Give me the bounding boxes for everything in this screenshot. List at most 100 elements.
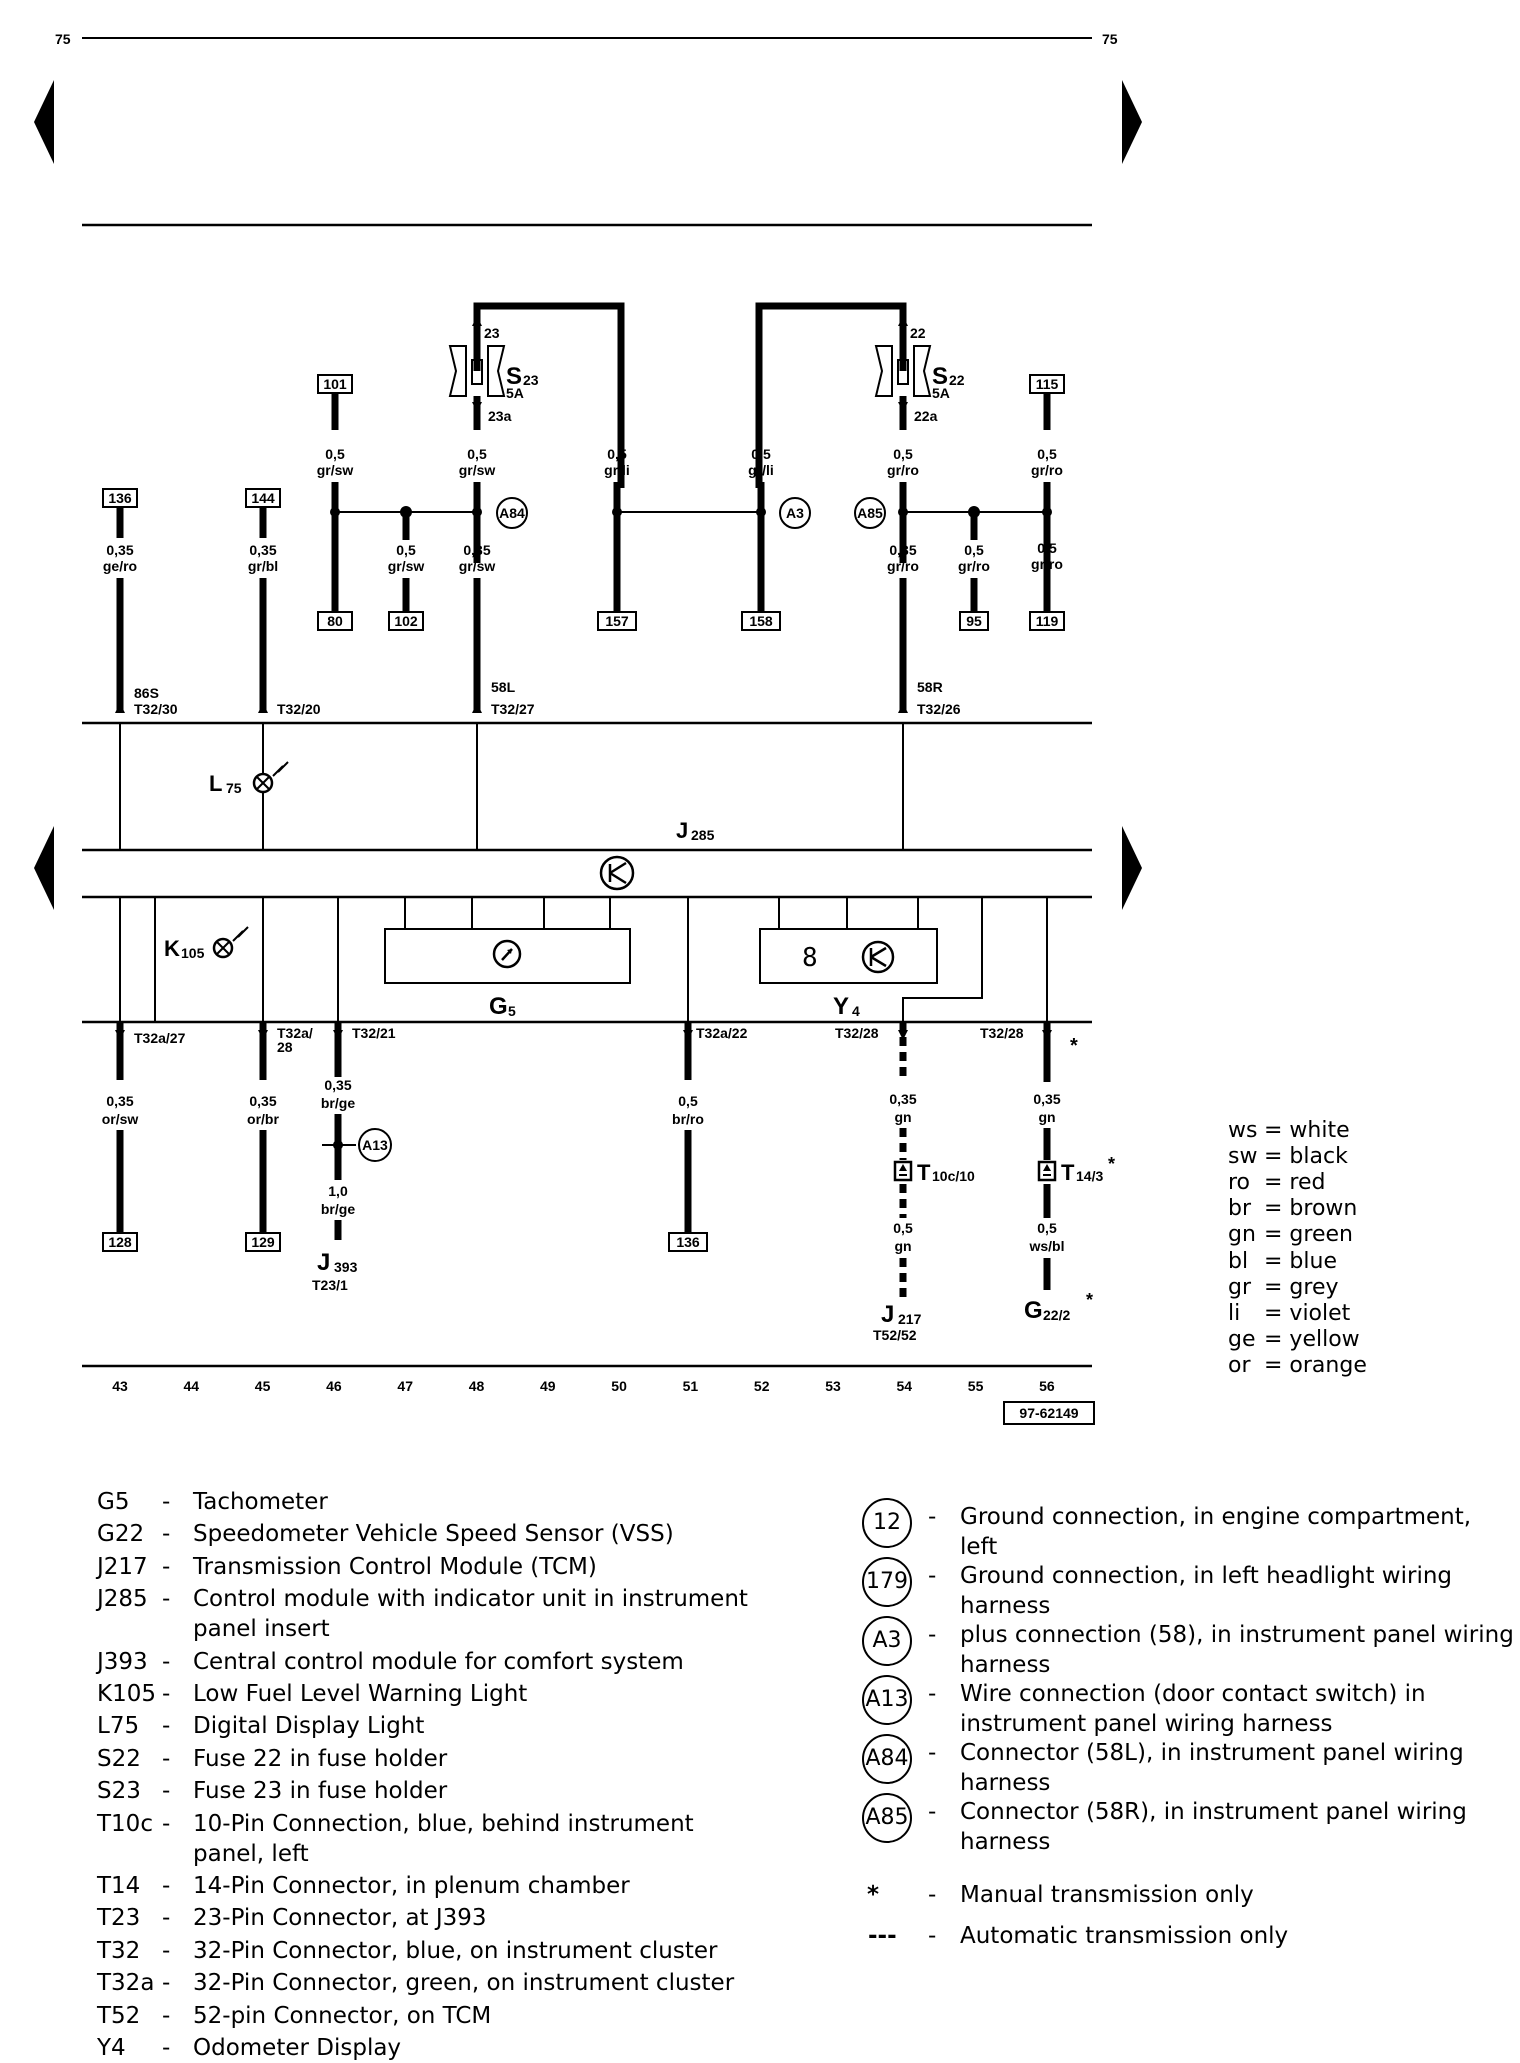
svg-text:105: 105 <box>181 945 205 961</box>
connection-a84: A84 <box>496 497 528 529</box>
svg-text:0,35: 0,35 <box>249 1093 276 1109</box>
connection-symbol: A84 <box>862 1734 912 1784</box>
legend-code: G22 <box>97 1521 145 1548</box>
left-arrow-top-icon[interactable] <box>34 80 54 164</box>
svg-text:136: 136 <box>676 1234 700 1250</box>
connection-a3: A3 <box>779 497 811 529</box>
legend-code: T23 <box>97 1905 141 1932</box>
connection-description: harness <box>960 1593 1051 1619</box>
legend-code: T32a <box>97 1970 155 1997</box>
svg-text:0,35: 0,35 <box>463 542 490 558</box>
g22-label: G 22/2 * <box>1024 1290 1093 1324</box>
svg-text:G: G <box>1024 1297 1043 1324</box>
svg-text:0,35: 0,35 <box>106 542 133 558</box>
svg-text:T32a/22: T32a/22 <box>696 1025 748 1041</box>
svg-text:br/ge: br/ge <box>321 1201 355 1217</box>
svg-text:5: 5 <box>508 1003 516 1019</box>
svg-text:0,35: 0,35 <box>249 542 276 558</box>
right-arrow-mid-icon[interactable] <box>1122 826 1142 910</box>
svg-text:22a: 22a <box>914 408 938 424</box>
svg-text:*: * <box>1070 1035 1078 1057</box>
track-number: 48 <box>469 1378 485 1394</box>
legend-code: G5 <box>97 1489 130 1515</box>
connection-description: harness <box>960 1652 1051 1678</box>
legend-dash: - <box>162 1713 171 1740</box>
legend-description: 10-Pin Connection, blue, behind instrume… <box>193 1810 694 1837</box>
svg-text:0,5: 0,5 <box>678 1093 698 1109</box>
wiring-diagram: 75 75 23 S 23 5A 23a 22 S 22 5A 22a 101 … <box>55 31 1118 1425</box>
connection-description: plus connection (58), in instrument pane… <box>960 1622 1514 1648</box>
svg-text:393: 393 <box>334 1259 358 1275</box>
fuse-s22: 22 S 22 5A 22a <box>874 325 965 424</box>
svg-text:157: 157 <box>605 613 629 629</box>
legend-code: K105 <box>97 1681 156 1707</box>
svg-text:0,35: 0,35 <box>106 1093 133 1109</box>
legend-code: T52 <box>97 2002 141 2029</box>
odometer-y4: 8 Y 4 <box>759 897 938 1020</box>
svg-text:0,5: 0,5 <box>467 446 487 462</box>
legend-dash: - <box>162 1489 171 1515</box>
svg-text:22/2: 22/2 <box>1043 1307 1070 1323</box>
legend-dash: - <box>162 1873 171 1899</box>
svg-text:119: 119 <box>1036 613 1059 629</box>
svg-text:T32/26: T32/26 <box>917 701 961 717</box>
svg-text:0,35: 0,35 <box>324 1077 351 1093</box>
track-number: 52 <box>754 1378 770 1394</box>
svg-text:23: 23 <box>523 372 539 388</box>
legend-code: L75 <box>97 1713 140 1740</box>
legend-dash: - <box>162 2002 171 2029</box>
svg-text:0,5: 0,5 <box>751 446 771 462</box>
svg-text:T32a/27: T32a/27 <box>134 1030 186 1046</box>
right-arrow-top-icon[interactable] <box>1122 80 1142 164</box>
legend-dash: - <box>928 1622 937 1648</box>
connection-symbol: A13 <box>862 1675 912 1725</box>
svg-text:T32/21: T32/21 <box>352 1025 396 1041</box>
note-description: Automatic transmission only <box>960 1923 1289 1949</box>
legend-code: S22 <box>97 1745 141 1772</box>
svg-text:L: L <box>209 771 222 796</box>
legend-dash: - <box>162 1937 171 1964</box>
svg-text:217: 217 <box>898 1311 922 1327</box>
wire-color-entry: or= orange <box>1228 1352 1367 1378</box>
wire-color-entry: sw= black <box>1228 1144 1348 1170</box>
legend-code: J217 <box>97 1553 148 1580</box>
left-arrow-mid-icon[interactable] <box>34 826 54 910</box>
track-number: 56 <box>1039 1378 1055 1394</box>
legend-description: Tachometer <box>193 1489 328 1515</box>
connection-a85: A85 <box>854 497 886 529</box>
wire-color-entry: bl= blue <box>1228 1248 1337 1274</box>
track-number: 51 <box>683 1378 699 1394</box>
svg-text:1,0: 1,0 <box>328 1183 348 1199</box>
legend-description: Fuse 23 in fuse holder <box>193 1778 448 1805</box>
svg-text:58L: 58L <box>491 679 516 695</box>
connection-symbol: 12 <box>862 1498 912 1548</box>
legend-dash: - <box>162 1905 171 1932</box>
track-number: 44 <box>184 1378 200 1394</box>
legend-description: Fuse 22 in fuse holder <box>193 1745 448 1772</box>
svg-text:T32/28: T32/28 <box>835 1025 879 1041</box>
legend-dash: - <box>162 1745 171 1772</box>
page-number-left: 75 <box>55 31 71 47</box>
legend-description: 32-Pin Connector, blue, on instrument cl… <box>193 1937 718 1964</box>
connector-t10c: T 10c/10 <box>893 1160 975 1185</box>
legend-dash: - <box>928 1882 937 1908</box>
legend-dash: - <box>928 1799 937 1825</box>
svg-text:80: 80 <box>327 613 343 629</box>
svg-text:A85: A85 <box>857 505 883 521</box>
svg-text:129: 129 <box>251 1234 275 1250</box>
connection-description: left <box>960 1534 998 1560</box>
note-symbol: --- <box>868 1923 897 1949</box>
svg-text:gr/sw: gr/sw <box>459 558 496 574</box>
legend-dash: - <box>928 1563 937 1589</box>
svg-text:gr/sw: gr/sw <box>459 462 496 478</box>
svg-text:0,5: 0,5 <box>607 446 627 462</box>
svg-text:A13: A13 <box>362 1137 388 1153</box>
connection-description: Connector (58R), in instrument panel wir… <box>960 1799 1467 1825</box>
svg-text:0,35: 0,35 <box>889 542 916 558</box>
connection-a13: A13 <box>358 1128 392 1162</box>
legend-code: J285 <box>97 1586 148 1613</box>
legend-code: T10c <box>97 1810 153 1837</box>
svg-text:22: 22 <box>910 325 926 341</box>
svg-text:136: 136 <box>108 490 132 506</box>
svg-text:*: * <box>1108 1154 1115 1174</box>
